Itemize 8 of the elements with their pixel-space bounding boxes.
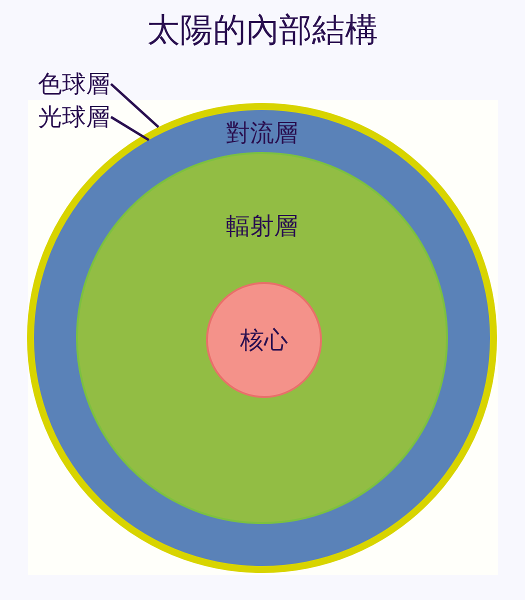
leader-line [110,116,150,142]
layer-label: 對流層 [225,121,299,145]
title: 太陽的內部結構 [147,10,378,49]
leader-line [110,83,160,128]
layer-label: 色球層 [38,72,110,96]
layer-label: 核心 [239,328,289,352]
layer-label: 光球層 [38,105,110,129]
layer-label: 輻射層 [225,214,299,238]
